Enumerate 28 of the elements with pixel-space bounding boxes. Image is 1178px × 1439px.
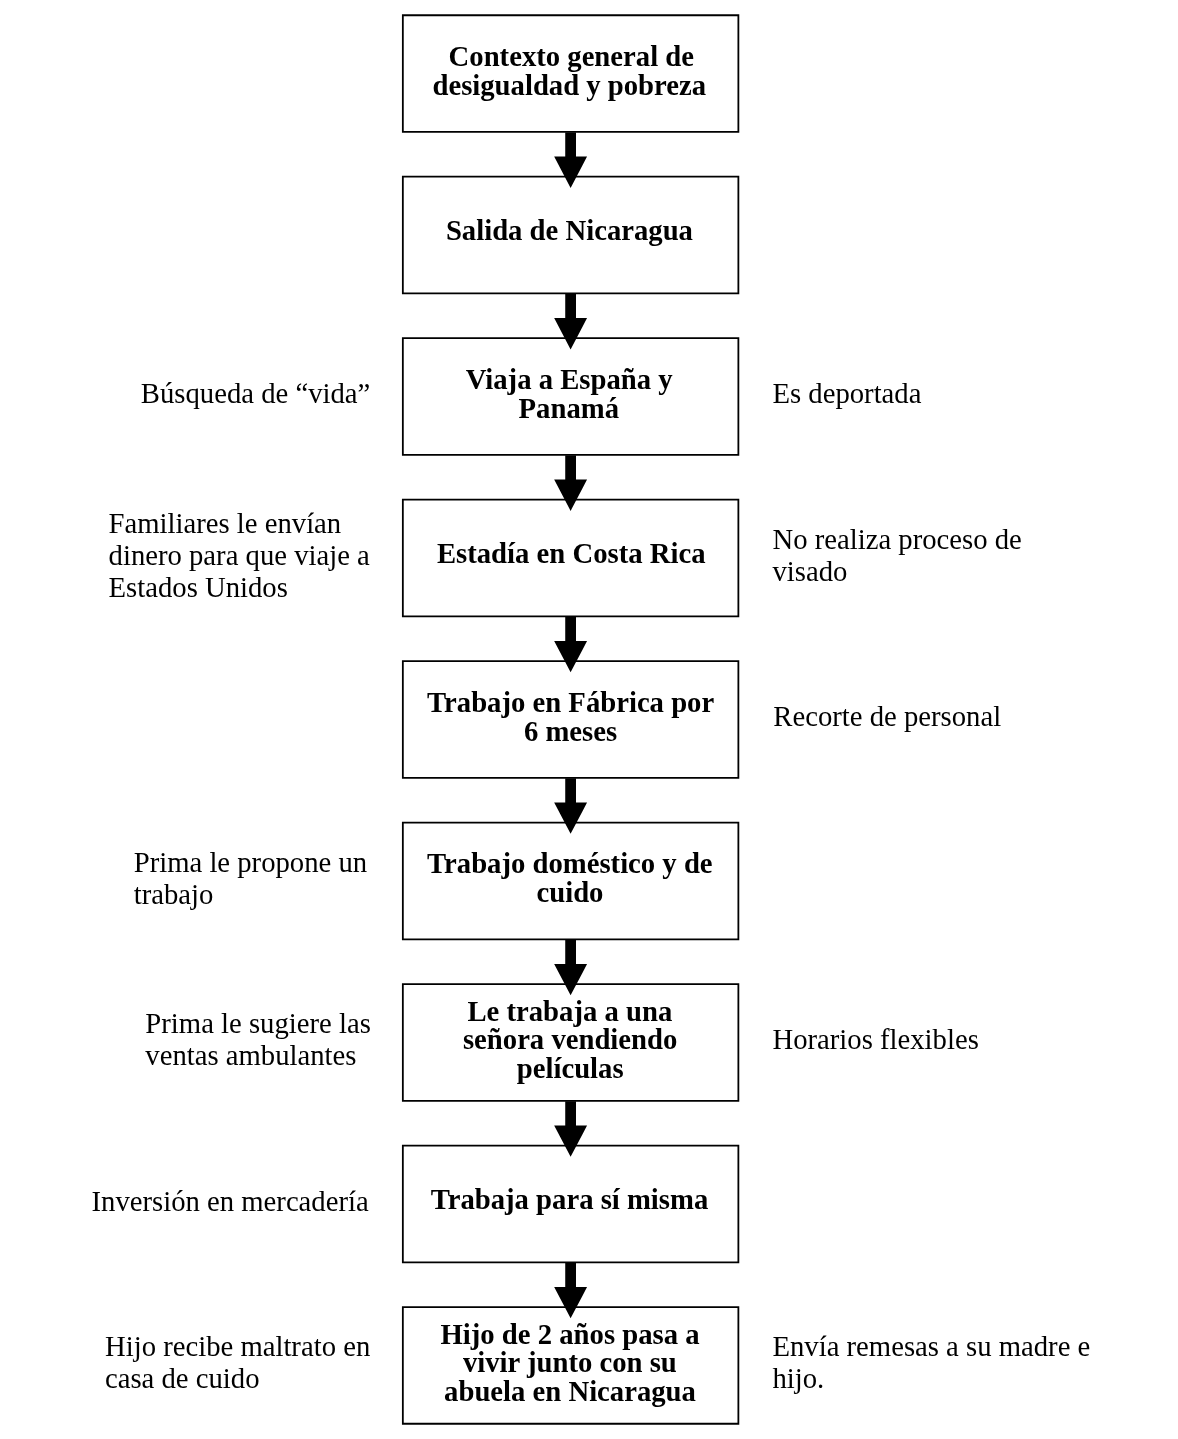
node-label: No realiza proceso de visado	[772, 522, 1022, 587]
node-label: Hijo recibe maltrato en casa de cuido	[104, 1330, 371, 1395]
arrow	[554, 293, 588, 350]
arrow	[554, 939, 588, 996]
node-box: Viaja a España y Panamá	[401, 337, 740, 456]
arrow	[554, 132, 588, 188]
arrow	[554, 1101, 588, 1157]
node-label: Es deportada	[772, 377, 922, 410]
node-label: Búsqueda de “vida”	[140, 377, 371, 410]
node-label: Recorte de personal	[773, 700, 1002, 733]
node-box: Trabajo doméstico y de cuido	[401, 821, 740, 941]
node-label: Horarios flexibles	[772, 1023, 979, 1056]
node-box: Trabaja para sí misma	[401, 1144, 740, 1264]
node-label: Envía remesas a su madre e hijo.	[772, 1330, 1091, 1395]
arrow	[554, 616, 588, 673]
arrow	[554, 1262, 588, 1319]
node-label: Familiares le envían dinero para que viaje a Estados Unidos	[108, 506, 370, 604]
node-label: Inversión en mercadería	[91, 1184, 369, 1217]
node-label: Prima le propone un trabajo	[133, 845, 368, 910]
node-box: Le trabaja a una señora vendiendo películas	[401, 983, 740, 1102]
node-label: Prima le sugiere las ventas ambulantes	[145, 1007, 371, 1072]
arrow	[554, 455, 588, 511]
node-box: Salida de Nicaragua	[401, 175, 740, 295]
node-box: Trabajo en Fábrica por 6 meses	[401, 660, 740, 779]
node-box: Estadía en Costa Rica	[401, 498, 740, 618]
arrow	[554, 778, 588, 834]
node-box: Hijo de 2 años pasa a vivir junto con su abuela en Nicaragua	[401, 1306, 740, 1425]
node-box: Contexto general de desigualdad y pobreza	[401, 14, 740, 133]
